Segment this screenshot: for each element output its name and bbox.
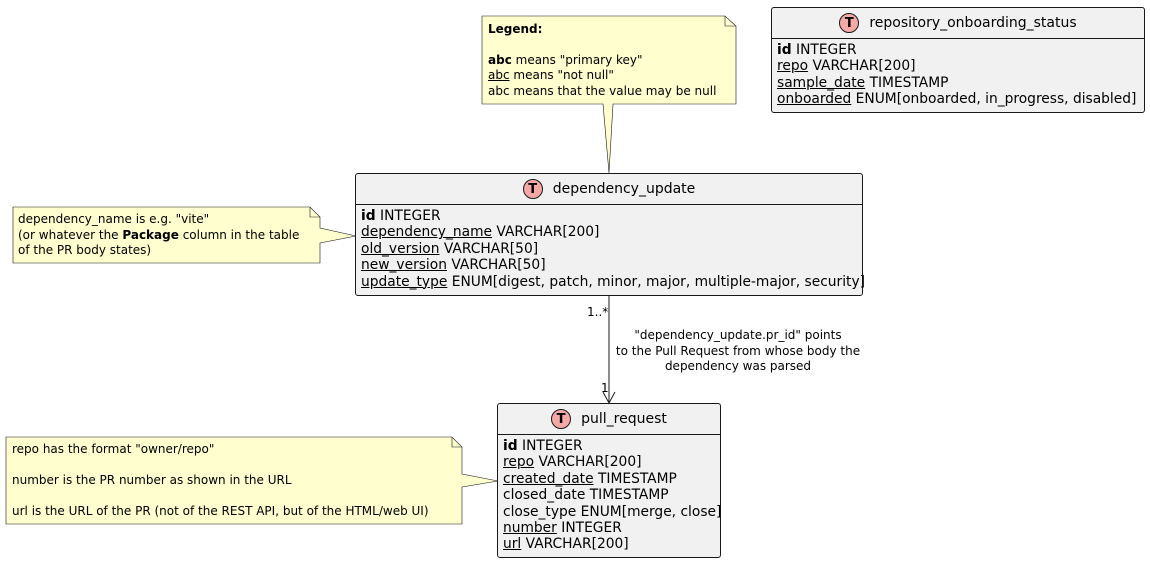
pr-note-line: url is the URL of the PR (not of the RES… — [12, 504, 429, 518]
entity-title: repository_onboarding_status — [869, 15, 1077, 31]
field-row: dependency_name VARCHAR[200] — [361, 224, 600, 241]
field-row: old_version VARCHAR[50] — [361, 240, 539, 257]
field-row: onboarded ENUM[onboarded, in_progress, d… — [777, 91, 1137, 108]
legend-note: Legend: abc means "primary key" abc mean… — [488, 22, 716, 99]
legend-pk-line: abc means "primary key" — [488, 53, 716, 69]
field-row: created_date TIMESTAMP — [503, 470, 677, 487]
field-row: repo VARCHAR[200] — [777, 58, 916, 75]
field-row: close_type ENUM[merge, close] — [503, 503, 722, 520]
field-row: update_type ENUM[digest, patch, minor, m… — [361, 273, 866, 290]
multiplicity-from: 1..* — [587, 305, 609, 319]
legend-nn-example: abc — [488, 68, 510, 82]
pr-note: repo has the format "owner/repo" number … — [12, 442, 429, 520]
entity-dependency-update[interactable]: T dependency_update id INTEGER dependenc… — [355, 173, 866, 296]
dependency-note: dependency_name is e.g. "vite" (or whate… — [18, 212, 299, 259]
relation-label-line: to the Pull Request from whose body the — [615, 343, 861, 358]
entity-pull-request[interactable]: T pull_request id INTEGER repo VARCHAR[2… — [497, 403, 721, 558]
field-row: url VARCHAR[200] — [503, 536, 629, 553]
entity-repository-onboarding-status[interactable]: T repository_onboarding_status id INTEGE… — [771, 7, 1145, 113]
pr-note-fold — [451, 437, 462, 448]
legend-pk-example: abc — [488, 52, 512, 67]
entity-title: pull_request — [581, 411, 667, 427]
table-badge-icon: T — [551, 409, 572, 429]
legend-title: Legend: — [488, 22, 543, 36]
dependency-note-line: dependency_name is e.g. "vite" — [18, 212, 210, 226]
relation-label-line: dependency was parsed — [664, 359, 812, 373]
field-row: sample_date TIMESTAMP — [777, 74, 949, 91]
multiplicity-to: 1 — [601, 381, 609, 395]
field-row: id INTEGER — [361, 208, 441, 224]
pr-note-line: repo has the format "owner/repo" — [12, 442, 215, 456]
relation-label: "dependency_update.pr_id" points to the … — [607, 328, 869, 375]
dependency-note-line: (or whatever the Package column in the t… — [18, 227, 300, 242]
table-badge-icon: T — [522, 179, 543, 199]
table-badge-icon: T — [839, 13, 860, 33]
field-row: closed_date TIMESTAMP — [503, 487, 669, 504]
legend-note-fold — [724, 16, 736, 27]
dependency-note-fold — [309, 207, 320, 218]
field-row: id INTEGER — [777, 42, 857, 58]
legend-nn-line: abc means "not null" — [488, 68, 716, 84]
field-row: number INTEGER — [503, 519, 622, 536]
legend-nn-desc: means "not null" — [509, 68, 614, 82]
entity-title: dependency_update — [552, 181, 696, 197]
dependency-note-line: of the PR body states) — [18, 243, 152, 257]
legend-note-shape — [481, 15, 737, 174]
pr-note-line: number is the PR number as shown in the … — [12, 473, 292, 487]
legend-pk-desc: means "primary key" — [511, 52, 643, 67]
legend-null-line: abc means that the value may be null — [488, 83, 717, 98]
relation-label-line: "dependency_update.pr_id" points — [634, 328, 842, 342]
field-row: new_version VARCHAR[50] — [361, 257, 546, 274]
field-row: repo VARCHAR[200] — [503, 454, 642, 471]
field-row: id INTEGER — [503, 438, 583, 454]
